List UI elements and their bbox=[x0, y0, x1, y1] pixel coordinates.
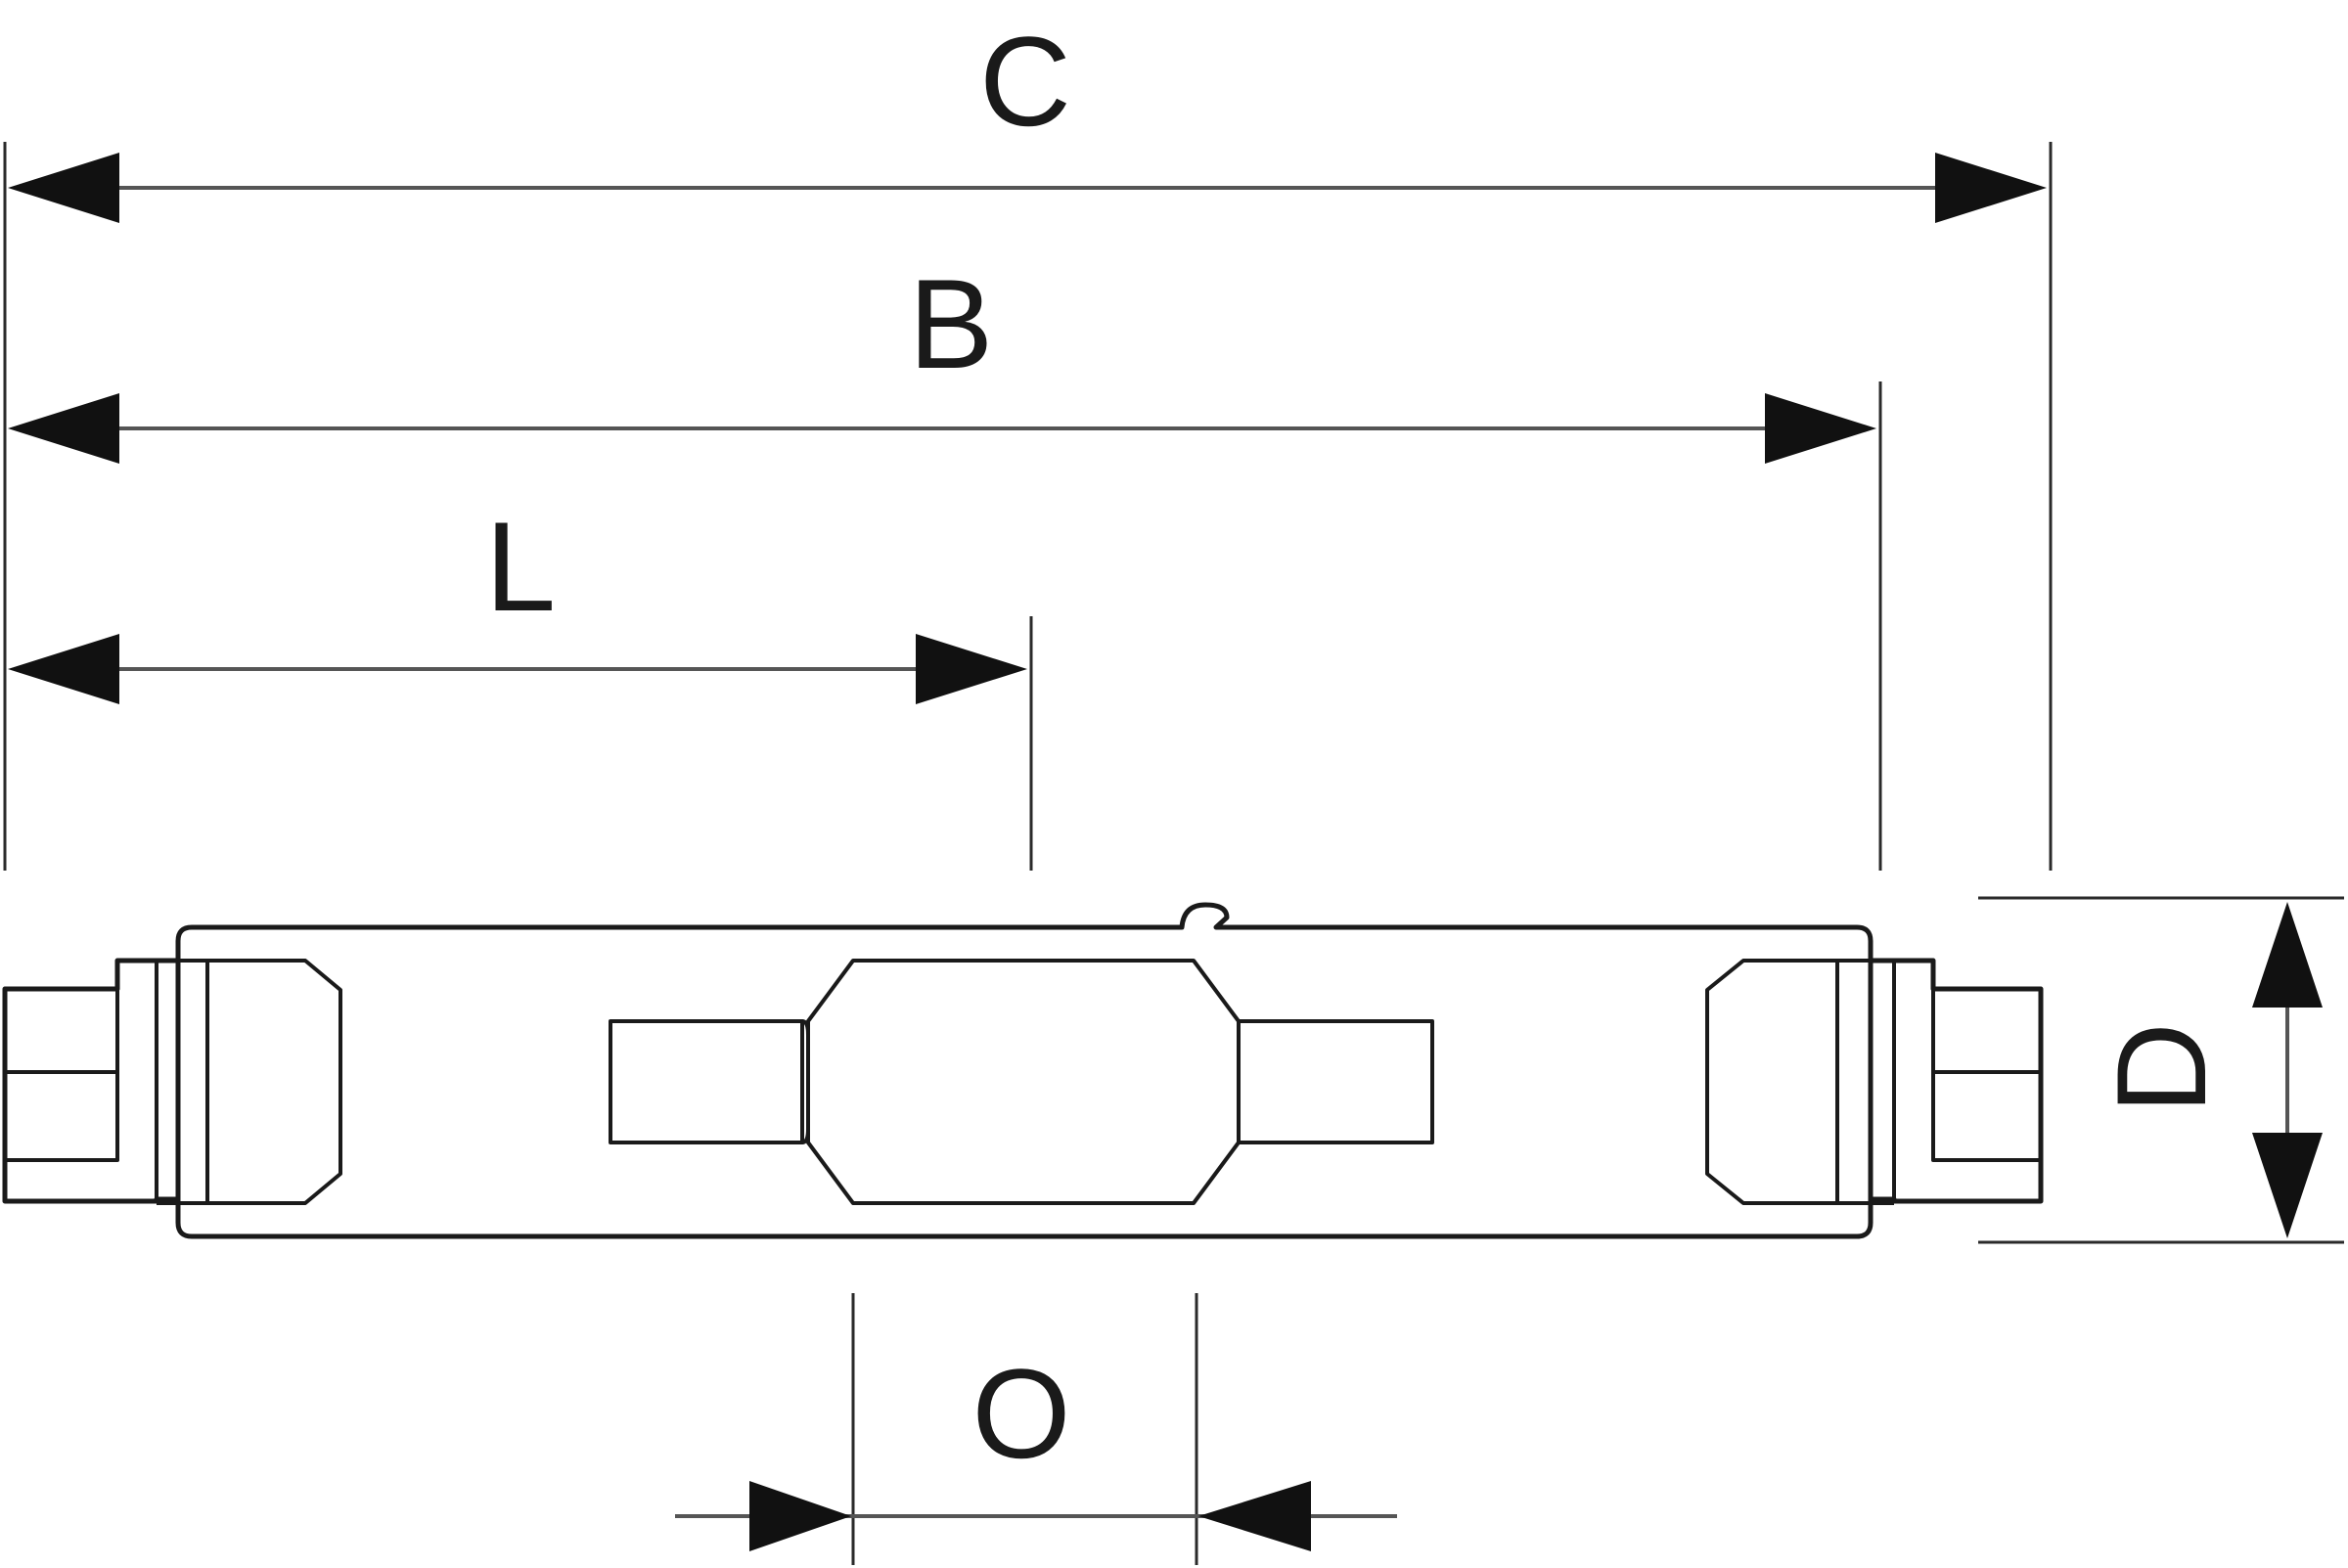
dimension-d: D bbox=[2090, 902, 2323, 1238]
dimension-d-label: D bbox=[2090, 1022, 2233, 1114]
left-pin-base bbox=[2, 958, 178, 1204]
dimension-o-arrow-right bbox=[1198, 1481, 1311, 1551]
left-neck bbox=[801, 1019, 810, 1144]
dimension-c-arrow-right bbox=[1935, 153, 2047, 223]
extension-lines bbox=[3, 142, 2344, 1565]
dimension-c-arrow-left bbox=[8, 153, 119, 223]
dimension-b-arrow-left bbox=[8, 393, 119, 464]
dimension-c-label: C bbox=[979, 10, 1071, 153]
dimension-b-arrow-right bbox=[1765, 393, 1876, 464]
left-end-cap bbox=[2, 958, 342, 1205]
right-end-cap bbox=[1705, 958, 2044, 1205]
lamp bbox=[2, 902, 2044, 1239]
arc-tube bbox=[609, 959, 1434, 1205]
dimension-l-arrow-right bbox=[916, 634, 1027, 704]
dimension-l-arrow-left bbox=[8, 634, 119, 704]
dimension-l-label: L bbox=[485, 495, 556, 638]
left-cap-seal bbox=[157, 959, 342, 1205]
dimension-d-arrow-bottom bbox=[2252, 1133, 2323, 1238]
dimension-b: B bbox=[8, 252, 1876, 464]
arc-tube-center bbox=[806, 959, 1241, 1205]
right-pin-inner bbox=[1931, 989, 2041, 1162]
dimension-d-arrow-top bbox=[2252, 902, 2323, 1008]
left-electrode bbox=[609, 1019, 804, 1144]
right-pin-base bbox=[1871, 958, 2044, 1204]
dimension-o-arrow-left bbox=[749, 1481, 851, 1551]
right-electrode bbox=[1237, 1019, 1434, 1144]
lamp-envelope bbox=[175, 902, 1874, 1239]
dimension-c: C bbox=[8, 10, 2047, 223]
dimension-o: O bbox=[675, 1342, 1397, 1551]
right-cap-seal bbox=[1705, 959, 1894, 1205]
dimension-b-label: B bbox=[909, 252, 994, 395]
dimension-l: L bbox=[8, 495, 1027, 704]
dimension-o-label: O bbox=[971, 1342, 1070, 1485]
left-pin-inner bbox=[5, 989, 119, 1162]
